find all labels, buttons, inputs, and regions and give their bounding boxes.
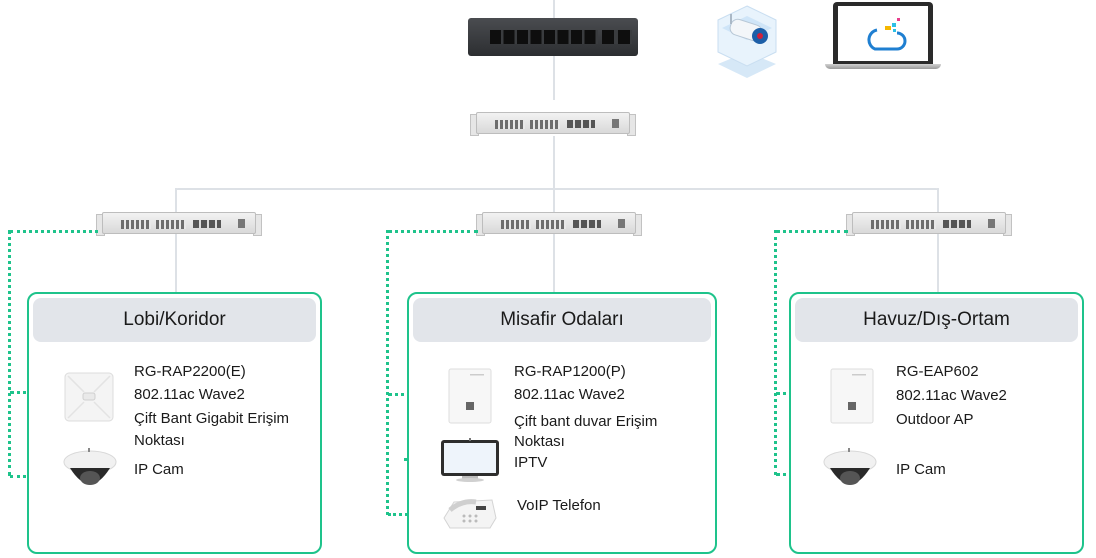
zone-title: Havuz/Dış-Ortam (795, 298, 1078, 342)
zone-lobby: Lobi/Koridor (27, 292, 322, 554)
phone-icon (442, 496, 498, 530)
ap-description: Çift bant duvar Erişim (514, 413, 658, 430)
ap-model: RG-EAP602 (896, 363, 979, 380)
dotted-link (774, 230, 777, 475)
desktop-switch-icon (468, 18, 638, 56)
zone-title: Misafir Odaları (413, 298, 711, 342)
dome-camera-icon (822, 448, 878, 494)
access-switch-center (476, 208, 642, 236)
zone-pool-outdoor: Havuz/Dış-Ortam (789, 292, 1084, 554)
dotted-link (386, 230, 389, 515)
ap-description: Çift Bant Gigabit Erişim (134, 410, 290, 427)
branch-line-center (553, 188, 555, 292)
ap-standard: 802.11ac Wave2 (896, 387, 1007, 404)
ap-standard: 802.11ac Wave2 (134, 386, 245, 403)
core-link-line (553, 56, 555, 100)
device-label: IP Cam (134, 461, 184, 478)
tv-icon (440, 438, 500, 482)
distribution-bus-line (176, 188, 938, 190)
core-switch-icon (470, 108, 636, 136)
device-label: IPTV (514, 454, 548, 471)
access-switch-left (96, 208, 262, 236)
dome-camera-icon (62, 448, 118, 494)
device-label: VoIP Telefon (517, 497, 601, 514)
ceiling-ap-icon (64, 372, 114, 422)
uplink-line (553, 0, 555, 18)
dotted-link (776, 230, 848, 233)
laptop-cloud-icon (825, 2, 945, 72)
dotted-link (388, 230, 478, 233)
zone-title: Lobi/Koridor (33, 298, 316, 342)
ap-description-2: Noktası (134, 432, 185, 449)
device-label: IP Cam (896, 461, 946, 478)
core-down-line (553, 136, 555, 188)
wall-ap-icon (448, 368, 492, 424)
dotted-link (10, 230, 98, 233)
security-camera-icon (716, 2, 778, 80)
branch-line-left (175, 188, 177, 292)
ap-standard: 802.11ac Wave2 (514, 386, 625, 403)
dotted-link (8, 230, 11, 476)
ap-model: RG-RAP1200(P) (514, 363, 626, 380)
ap-model: RG-RAP2200(E) (134, 363, 246, 380)
ap-description-2: Noktası (514, 433, 565, 450)
ap-description: Outdoor AP (896, 411, 974, 428)
wall-ap-icon (830, 368, 874, 424)
access-switch-right (846, 208, 1012, 236)
branch-line-right (937, 188, 939, 292)
